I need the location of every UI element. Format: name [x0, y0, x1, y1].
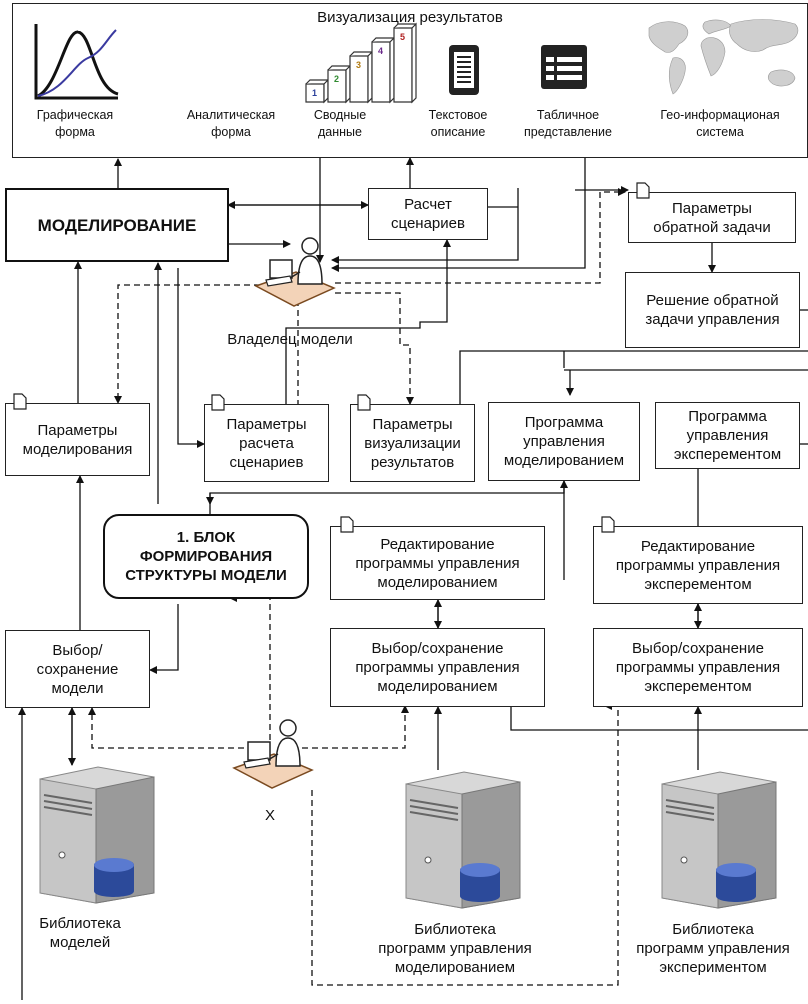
viz-params-block[interactable]: Параметры визуализации результатов — [350, 404, 475, 482]
edit-experiment-program-block[interactable]: Редактирование программы управления эксп… — [593, 526, 803, 604]
scenario-calc-block[interactable]: Расчет сценариев — [368, 188, 488, 240]
document-text-icon — [449, 45, 479, 95]
library-experiment-programs-label: Библиотека программ управления экспериме… — [636, 921, 790, 976]
edit-modeling-program-block[interactable]: Редактирование программы управления моде… — [330, 526, 545, 600]
modeling-program-block[interactable]: Программа управления моделированием — [488, 402, 640, 481]
viz-label-text: Текстовое описание — [428, 108, 488, 139]
scenario-params-block[interactable]: Параметры расчета сценариев — [204, 404, 329, 482]
select-modeling-program-block[interactable]: Выбор/сохранение программы управления мо… — [330, 628, 545, 707]
document-icon — [636, 182, 650, 199]
structure-formation-block[interactable]: 1. БЛОК ФОРМИРОВАНИЯ СТРУКТУРЫ МОДЕЛИ — [103, 514, 309, 599]
visualization-title: Визуализация результатов — [317, 9, 503, 26]
select-experiment-program-block[interactable]: Выбор/сохранение программы управления эк… — [593, 628, 803, 707]
operator-x-icon — [232, 719, 314, 789]
viz-label-graphic: Графическая форма — [36, 108, 114, 139]
staircase-bars-icon: 1 2 3 4 5 — [305, 22, 417, 104]
viz-label-gis: Гео-информационая система — [660, 108, 780, 139]
server-icon — [39, 766, 155, 904]
server-icon — [661, 771, 777, 909]
document-icon — [357, 394, 371, 411]
step-4: 4 — [378, 46, 383, 56]
inverse-solution-block[interactable]: Решение обратной задачи управления — [625, 272, 800, 348]
model-owner-label: Владелец модели — [227, 331, 353, 348]
library-models-label: Библиотека моделей — [39, 915, 121, 951]
library-modeling-programs-label: Библиотека программ управления моделиров… — [378, 921, 532, 976]
viz-label-table: Табличное представление — [524, 108, 612, 139]
document-icon — [601, 516, 615, 533]
inverse-params-block[interactable]: Параметры обратной задачи — [628, 192, 796, 243]
document-icon — [340, 516, 354, 533]
modeling-params-block[interactable]: Параметры моделирования — [5, 403, 150, 476]
table-icon — [541, 45, 587, 89]
world-map-icon — [648, 19, 799, 95]
operator-x-label: X — [264, 807, 275, 824]
step-3: 3 — [356, 60, 361, 70]
model-owner-operator-icon — [254, 237, 336, 307]
document-icon — [13, 393, 27, 410]
viz-label-summary: Сводные данные — [313, 108, 367, 139]
step-5: 5 — [400, 32, 405, 42]
curve-chart-icon — [34, 24, 119, 100]
step-1: 1 — [312, 88, 317, 98]
server-icon — [405, 771, 521, 909]
modeling-block[interactable]: МОДЕЛИРОВАНИЕ — [5, 188, 229, 262]
document-icon — [211, 394, 225, 411]
viz-label-analytic: Аналитическая форма — [186, 108, 276, 139]
select-model-block[interactable]: Выбор/ сохранение модели — [5, 630, 150, 708]
experiment-program-block[interactable]: Программа управления эксперементом — [655, 402, 800, 469]
step-2: 2 — [334, 74, 339, 84]
